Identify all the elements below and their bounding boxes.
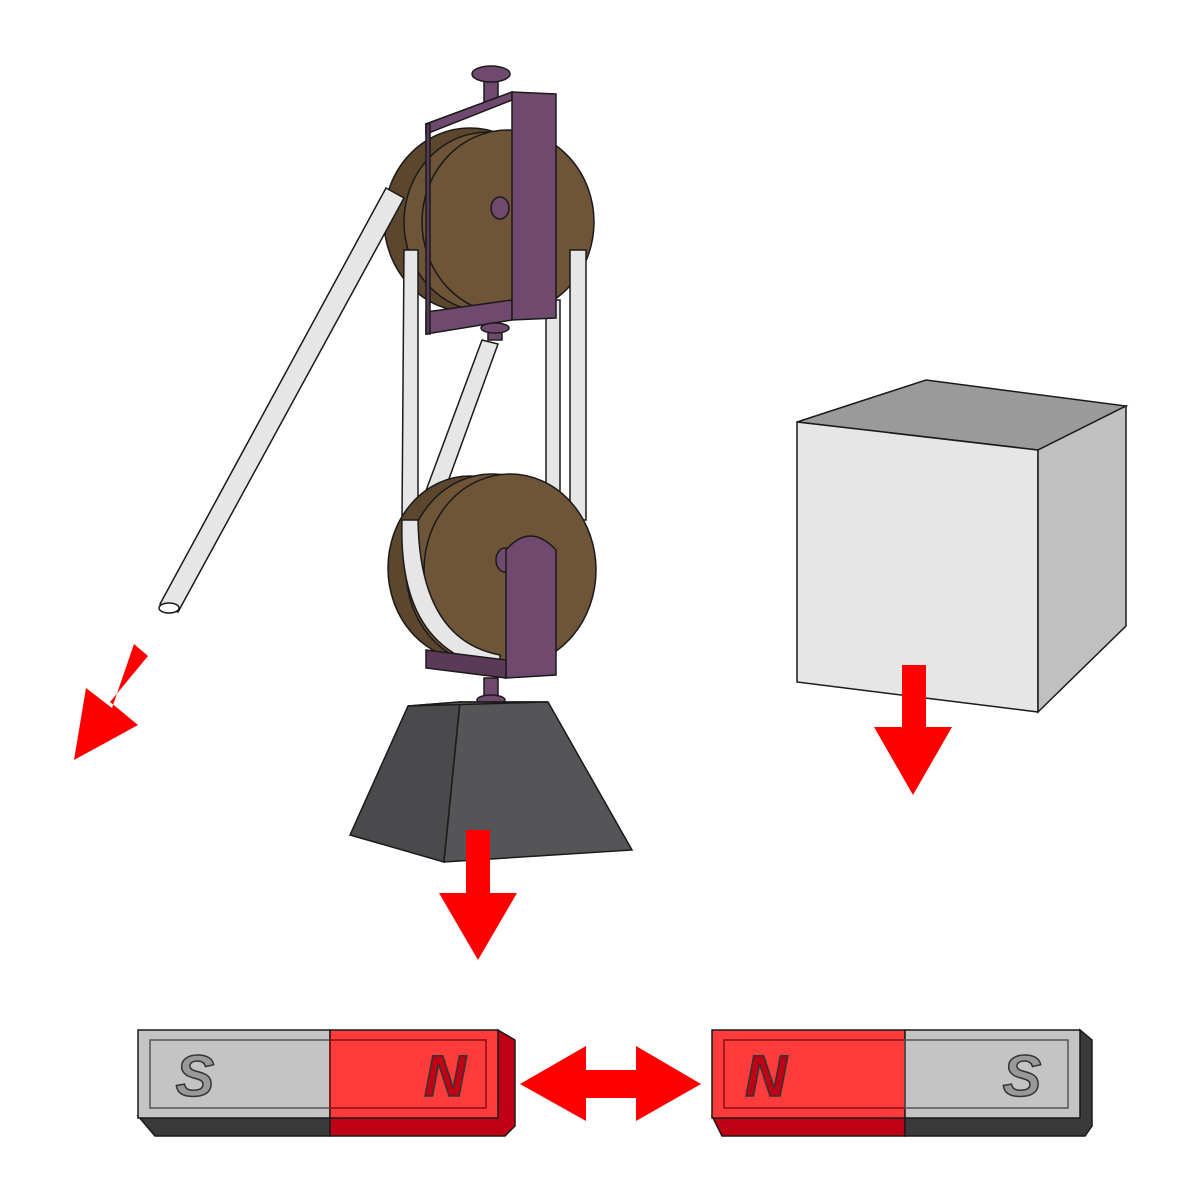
weight-left-face	[348, 701, 461, 863]
weight-gravity-arrow	[439, 830, 517, 960]
magnet-left-north	[329, 1029, 499, 1119]
magnet-left-south	[137, 1029, 331, 1119]
magnet-left-s-label: S	[176, 1044, 215, 1109]
magnet-right-north	[711, 1029, 906, 1119]
top-hook	[471, 65, 511, 105]
magnet-left-n-label: N	[424, 1044, 467, 1109]
pulley-system	[158, 65, 634, 863]
rope-pull-segment	[158, 186, 406, 613]
ropes	[158, 186, 587, 614]
magnet-force-double-arrow	[520, 1046, 701, 1121]
rope-left-vertical	[401, 249, 419, 521]
magnet-right-s-label: S	[1003, 1044, 1042, 1109]
cube-gravity-arrow	[874, 665, 952, 795]
magnet-right: N S	[710, 1028, 1093, 1137]
cube-side-face	[1037, 404, 1127, 714]
magnet-right-n-label: N	[745, 1044, 788, 1109]
force-arrows	[74, 644, 952, 1121]
lower-frame	[425, 535, 557, 706]
magnet-left: S N	[136, 1028, 516, 1137]
rope-pull-arrow	[74, 644, 148, 760]
upper-frame	[425, 90, 557, 341]
weight	[348, 701, 634, 863]
cube	[796, 379, 1129, 714]
magnet-right-south	[904, 1029, 1081, 1119]
rope-right-outer	[569, 249, 587, 521]
